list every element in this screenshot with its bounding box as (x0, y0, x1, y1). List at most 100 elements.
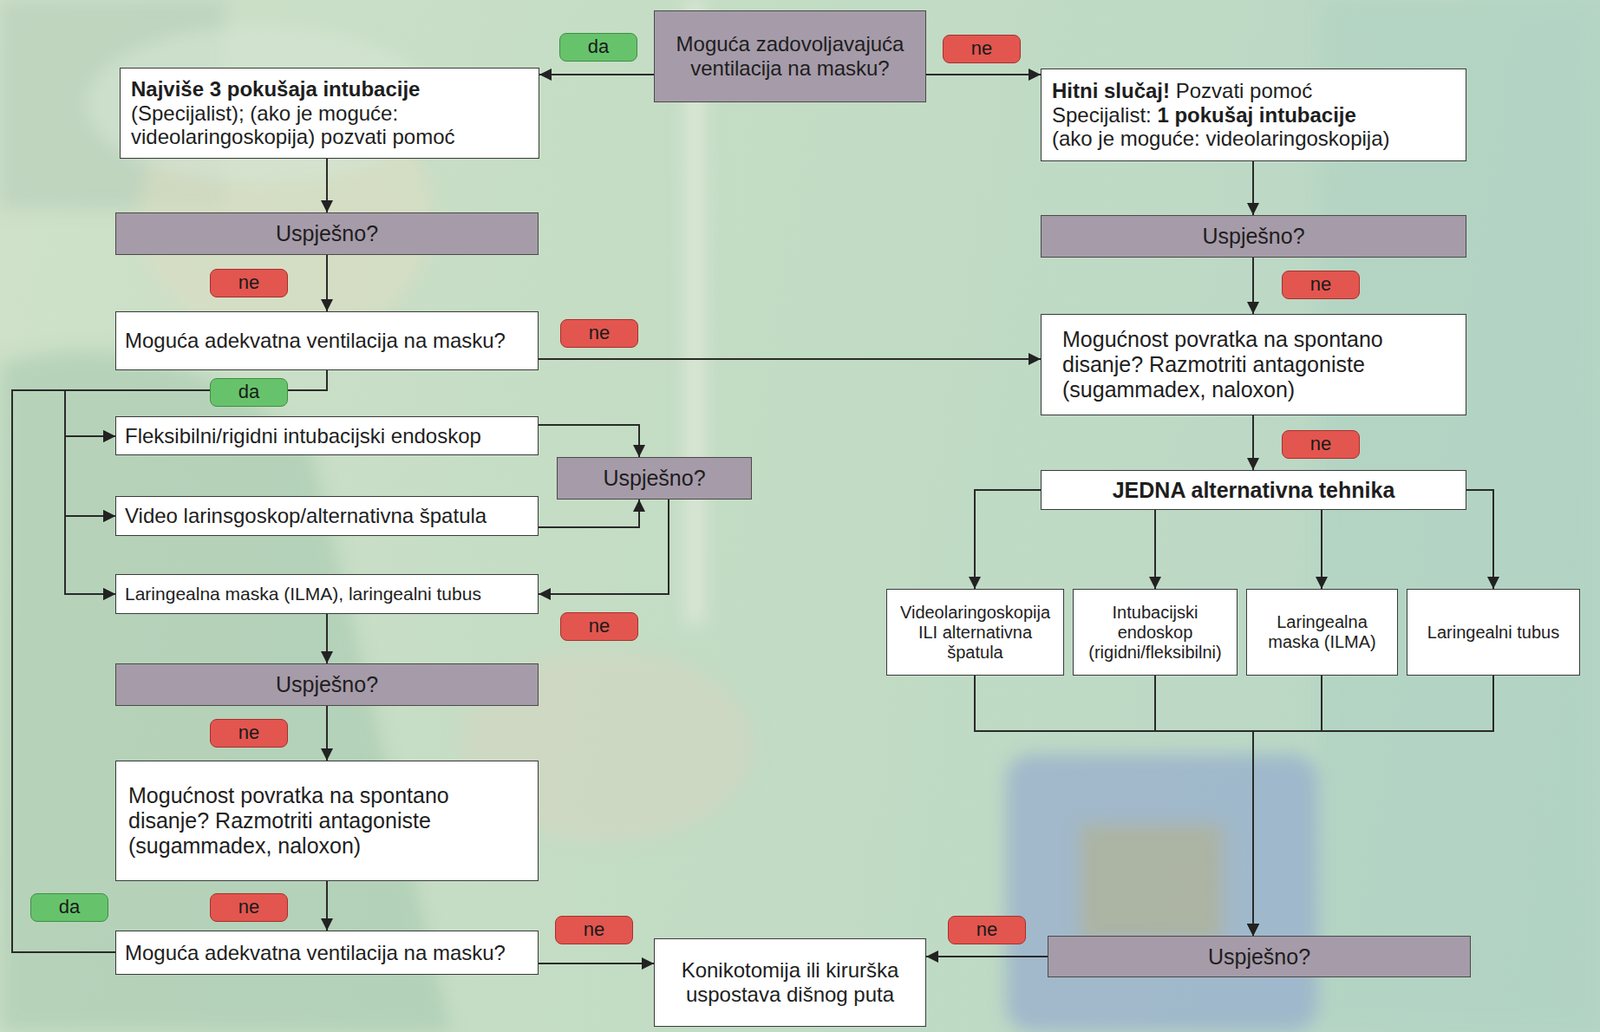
process-box: Moguća adekvatna ventilacija na masku? (115, 311, 539, 371)
node-text: Laringealna maska (ILMA), laringealni tu… (124, 583, 529, 605)
text-wrap: Mogućnost povratka na spontano disanje? … (128, 783, 526, 858)
text-wrap: Konikotomija ili kirurška uspostava dišn… (663, 958, 917, 1006)
process-box: Moguća adekvatna ventilacija na masku? (115, 930, 539, 975)
connector (538, 424, 640, 458)
node-text: Laringealna maska (ILMA) (1252, 612, 1392, 653)
node-text: JEDNA alternativna tehnika (1050, 477, 1457, 503)
text-wrap: Laringealna maska (ILMA), laringealni tu… (124, 583, 529, 605)
connector (538, 499, 640, 528)
connector (1466, 489, 1494, 589)
connector (12, 390, 116, 953)
decision-band: Uspješno? (115, 212, 539, 255)
process-box: Konikotomija ili kirurška uspostava dišn… (653, 938, 927, 1027)
decision-band: Uspješno? (1047, 935, 1471, 978)
connector (539, 73, 654, 76)
text-wrap: Mogućnost povratka na spontano disanje? … (1062, 326, 1445, 402)
node-text: Specijalist: (1051, 103, 1152, 127)
node-text: Pozvati pomoć (1175, 78, 1313, 103)
node-text: Fleksibilni/rigidni intubacijski endosko… (124, 424, 529, 449)
edge-label: da (209, 378, 288, 407)
connector (1155, 675, 1254, 936)
decision-band: Uspješno? (1040, 215, 1467, 258)
edge-label: ne (560, 319, 639, 348)
process-box: Najviše 3 pokušaja intubacije(Specijalis… (119, 67, 540, 159)
node-text: Konikotomija ili kirurška uspostava dišn… (663, 958, 917, 1006)
connector (1252, 415, 1254, 471)
node-text: (Specijalist); (ako je moguće: videolari… (130, 101, 529, 150)
text-wrap: Najviše 3 pokušaja intubacije(Specijalis… (130, 77, 529, 150)
edge-label: ne (1281, 270, 1360, 300)
process-box: Video larinsgoskop/alternativna špatula (115, 496, 539, 536)
connector (538, 358, 1041, 360)
decision-band: Uspješno? (556, 457, 752, 500)
process-box: Laringealni tubus (1406, 588, 1581, 676)
connector (538, 499, 669, 595)
connector (326, 881, 328, 931)
node-text: Moguća zadovoljavajuća ventilacija na ma… (663, 32, 917, 80)
node-text: Najviše 3 pokušaja intubacije (130, 77, 529, 102)
edge-label: da (559, 32, 638, 62)
text-wrap: Video larinsgoskop/alternativna špatula (124, 503, 529, 529)
connector (1252, 161, 1254, 216)
text-wrap: Uspješno? (124, 672, 529, 698)
process-box: Laringealna maska (ILMA) (1246, 588, 1398, 676)
text-wrap: Uspješno? (1057, 944, 1462, 970)
process-box: Fleksibilni/rigidni intubacijski endosko… (115, 416, 539, 456)
edge-label: ne (560, 612, 639, 641)
text-wrap: Moguća adekvatna ventilacija na masku? (124, 940, 529, 966)
node-text: Video larinsgoskop/alternativna špatula (124, 503, 529, 529)
node-text: Moguća adekvatna ventilacija na masku? (124, 328, 529, 353)
connector (326, 705, 328, 761)
process-box: Laringealna maska (ILMA), laringealni tu… (115, 574, 539, 614)
process-box: Mogućnost povratka na spontano disanje? … (115, 760, 539, 882)
node-text: Uspješno? (1050, 223, 1457, 249)
edge-label: ne (209, 718, 288, 748)
connector (326, 254, 328, 312)
process-box: Mogućnost povratka na spontano disanje? … (1040, 313, 1467, 416)
node-text: Uspješno? (124, 672, 529, 698)
connector (1253, 675, 1494, 936)
connector (326, 613, 328, 664)
edge-label: ne (209, 893, 288, 922)
text-wrap: JEDNA alternativna tehnika (1050, 477, 1457, 503)
text-wrap: Fleksibilni/rigidni intubacijski endosko… (124, 424, 529, 449)
connector (1154, 509, 1156, 589)
process-box: Hitni slučaj!Pozvati pomoćSpecijalist:1 … (1040, 68, 1467, 162)
node-text: Videolaringoskopija ILI alternativna špa… (892, 602, 1058, 663)
connector (1320, 509, 1323, 589)
node-text: Uspješno? (564, 465, 745, 491)
process-box: Intubacijski endoskop (rigidni/fleksibil… (1072, 588, 1238, 676)
connector (65, 370, 327, 595)
process-box: JEDNA alternativna tehnika (1040, 470, 1467, 510)
text-wrap: Hitni slučaj!Pozvati pomoćSpecijalist:1 … (1051, 78, 1456, 151)
connector (926, 955, 1048, 958)
text-wrap: Uspješno? (124, 221, 529, 247)
text-wrap: Uspješno? (1050, 223, 1457, 249)
edge-label: da (30, 893, 109, 922)
text-wrap: Uspješno? (564, 465, 745, 491)
node-text: Uspješno? (1057, 944, 1462, 970)
node-text: (ako je moguće: videolaringoskopija) (1051, 126, 1391, 151)
connector (1253, 675, 1322, 936)
process-box: Videolaringoskopija ILI alternativna špa… (886, 588, 1065, 676)
connector (1252, 257, 1254, 314)
decision-band: Uspješno? (115, 663, 539, 706)
text-wrap: Laringealna maska (ILMA) (1252, 612, 1392, 653)
node-text: Mogućnost povratka na spontano disanje? … (128, 783, 526, 858)
edge-label: ne (1281, 430, 1360, 459)
connector (538, 962, 654, 965)
text-wrap: Moguća adekvatna ventilacija na masku? (124, 328, 529, 353)
connector (974, 675, 1254, 936)
node-text: Mogućnost povratka na spontano disanje? … (1062, 326, 1445, 402)
node-text: Intubacijski endoskop (rigidni/fleksibil… (1078, 602, 1232, 663)
node-text: 1 pokušaj intubacije (1156, 103, 1356, 127)
decision-band: Moguća zadovoljavajuća ventilacija na ma… (653, 10, 927, 103)
connector (326, 158, 328, 213)
text-wrap: Moguća zadovoljavajuća ventilacija na ma… (663, 32, 917, 80)
connector (974, 489, 1041, 589)
edge-label: ne (555, 915, 634, 945)
node-text: Uspješno? (124, 221, 529, 247)
